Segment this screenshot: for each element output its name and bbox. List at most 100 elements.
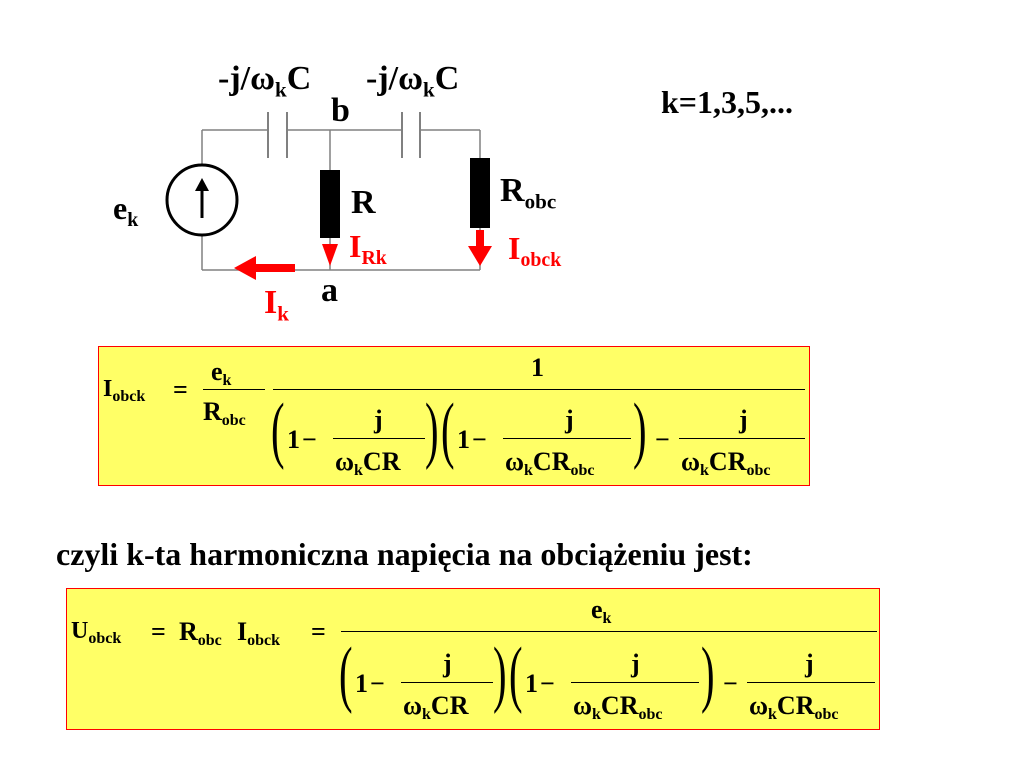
f1-paren-close-1: ) (425, 389, 439, 471)
arrow-i-k-shaft (255, 264, 295, 272)
f2-j-2: j (631, 649, 640, 678)
f1-w-1-sub: k (354, 462, 363, 479)
f2-minus-1: − (370, 669, 385, 698)
f2-lhs: Uobck (71, 618, 121, 647)
f2-w-2: ω (573, 691, 593, 720)
node-b-label: b (331, 92, 350, 129)
f2-paren-close-1: ) (493, 633, 507, 715)
formula-2-box: Uobck = Robc Iobck = ek ( 1 − j ωkCR ) (… (66, 588, 880, 730)
f2-j-3: j (805, 649, 814, 678)
f1-den-main: R (203, 397, 222, 426)
f2-minus-3: − (723, 669, 738, 698)
f1-den-sub: obc (221, 412, 246, 429)
arrow-i-obck-head (468, 246, 492, 266)
f1-eq: = (173, 375, 188, 404)
f2-cr-1: CR (430, 691, 469, 720)
f2-bar-3 (747, 682, 875, 683)
f1-num-sub: k (222, 372, 232, 389)
f1-lhs-main: I (103, 376, 113, 402)
arrow-i-obck-shaft (476, 230, 484, 248)
f2-den-3: ωkCRobc (749, 691, 838, 723)
cap2-label-main: -j/ω (366, 60, 423, 97)
cap1-label-sub: k (274, 77, 287, 102)
resistor-load-label: Robc (500, 172, 556, 212)
f2-r-main: R (179, 617, 198, 646)
harmonics-label: k=1,3,5,... (661, 84, 794, 120)
f2-w-3: ω (749, 691, 769, 720)
cap2-label-sub: k (422, 77, 435, 102)
f2-big-num-main: e (591, 595, 603, 624)
formula-1-box: Iobck = ek Robc 1 ( 1 − j ωkCR ) ( 1 − j… (98, 346, 810, 486)
f1-den-3: ωkCRobc (681, 447, 770, 479)
f1-paren-close-2: ) (633, 389, 647, 471)
f2-one-2: 1 (525, 669, 538, 698)
f1-cr-1: CR (362, 447, 401, 476)
f2-lhs-sub: obck (88, 630, 122, 647)
f2-i-sub: obck (247, 632, 281, 649)
f2-lhs-main: U (71, 618, 89, 644)
resistor-r (320, 170, 340, 238)
f1-num: ek (211, 357, 231, 389)
source-label-main: e (113, 190, 128, 226)
f1-cr-2-sub: obc (570, 462, 595, 479)
resistor-r-label: R (351, 184, 376, 221)
f1-den-2: ωkCRobc (505, 447, 594, 479)
f2-one-1: 1 (355, 669, 368, 698)
arrow-i-rk (322, 244, 338, 266)
f1-cr-3-sub: obc (746, 462, 771, 479)
f2-den-2: ωkCRobc (573, 691, 662, 723)
f1-num-main: e (211, 357, 223, 386)
current-ik-label: Ik (264, 286, 289, 324)
cap1-label-main: -j/ω (218, 60, 275, 97)
f2-bar-2 (571, 682, 699, 683)
arrow-i-k-head (234, 256, 256, 280)
resistor-load-main: R (500, 172, 525, 209)
f2-cr-2: CR (600, 691, 639, 720)
f1-den: Robc (203, 397, 246, 429)
f2-eq-2: = (311, 617, 326, 646)
f2-cr-3-sub: obc (814, 706, 839, 723)
f1-big-fraction-bar (273, 389, 805, 390)
source-label-sub: k (127, 208, 139, 231)
f1-w-3: ω (681, 447, 701, 476)
f2-cr-3: CR (776, 691, 815, 720)
source-label: ek (113, 190, 138, 230)
cap2-label-end: C (434, 60, 460, 97)
f2-eq-1: = (151, 617, 166, 646)
f2-w-2-sub: k (592, 706, 601, 723)
f1-j-3: j (739, 405, 748, 434)
f1-minus-2: − (472, 425, 487, 454)
f1-w-1: ω (335, 447, 355, 476)
f1-paren-open-2: ( (441, 389, 455, 471)
f1-minus-3: − (655, 425, 670, 454)
f1-paren-open-1: ( (271, 389, 285, 471)
explanation-sentence: czyli k-ta harmoniczna napięcia na obcią… (56, 536, 753, 572)
f2-minus-2: − (540, 669, 555, 698)
f1-one-2: 1 (457, 425, 470, 454)
f1-w-3-sub: k (700, 462, 709, 479)
current-irk-sub: Rk (361, 246, 387, 269)
f1-minus-1: − (302, 425, 317, 454)
f2-cr-2-sub: obc (638, 706, 663, 723)
f1-one-1: 1 (287, 425, 300, 454)
capacitor-1-label: -j/ωkC (218, 60, 311, 100)
f2-paren-open-2: ( (509, 633, 523, 715)
f2-j-1: j (443, 649, 452, 678)
f1-cr-2: CR (532, 447, 571, 476)
current-iobck-label: Iobck (508, 232, 561, 270)
f2-bar-1 (401, 682, 493, 683)
resistor-load (470, 158, 490, 228)
f2-w-1: ω (403, 691, 423, 720)
f1-j-2: j (565, 405, 574, 434)
source-arrow-head (195, 178, 209, 191)
current-irk-main: I (349, 228, 362, 264)
f1-small-fraction-bar (203, 389, 265, 390)
f1-w-2: ω (505, 447, 525, 476)
f2-r: Robc (179, 617, 222, 649)
f2-w-3-sub: k (768, 706, 777, 723)
f1-den-1: ωkCR (335, 447, 401, 479)
capacitor-2-label: -j/ωkC (366, 60, 460, 100)
f2-i-main: I (237, 617, 248, 646)
circuit-diagram (165, 112, 492, 280)
f1-lhs: Iobck (103, 376, 145, 405)
